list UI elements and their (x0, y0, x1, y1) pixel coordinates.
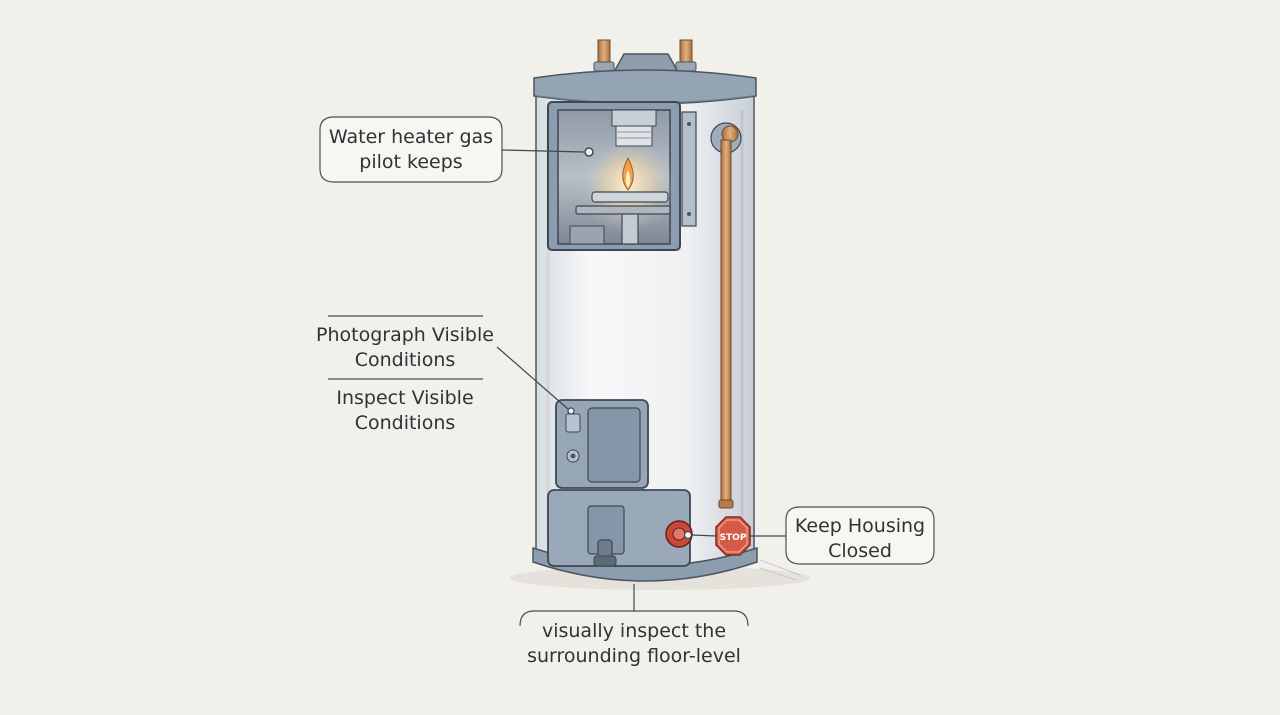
callout-housing-line-2: Closed (828, 540, 892, 562)
callout-pilot-line-1: Water heater gas (328, 126, 494, 148)
callout-inspect-line-2: Conditions (354, 412, 456, 434)
callout-pilot-line-2: pilot keeps (359, 151, 463, 173)
callout-photograph-line-2: Conditions (354, 349, 456, 371)
callout-floor-text: visually inspect the surrounding floor-l… (504, 619, 764, 669)
control-panel (555, 399, 649, 489)
stop-sign-label: STOP (720, 533, 747, 543)
callout-floor-line-1: visually inspect the (541, 620, 727, 642)
callout-photograph-text: Photograph Visible Conditions (305, 323, 505, 373)
callout-housing-frame (750, 506, 935, 565)
callout-floor-frame (519, 584, 749, 627)
callout-housing-text: Keep Housing Closed (786, 514, 934, 564)
callout-pilot-frame (319, 116, 585, 183)
callout-photograph-line-1: Photograph Visible (316, 324, 494, 346)
callout-inspect-line-1: Inspect Visible (336, 387, 474, 409)
relief-pipe (710, 122, 742, 509)
callout-housing-line-1: Keep Housing (794, 515, 926, 537)
callout-pilot-text: Water heater gas pilot keeps (320, 125, 502, 175)
pilot-flame (622, 156, 634, 191)
stop-sign-icon: STOP (715, 516, 751, 556)
callout-floor-line-2: surrounding floor-level (527, 645, 741, 667)
callout-inspect-text: Inspect Visible Conditions (305, 386, 505, 436)
burner-window (547, 101, 697, 251)
gas-shutoff-valve (665, 520, 717, 548)
callout-panel-frame (328, 315, 575, 415)
